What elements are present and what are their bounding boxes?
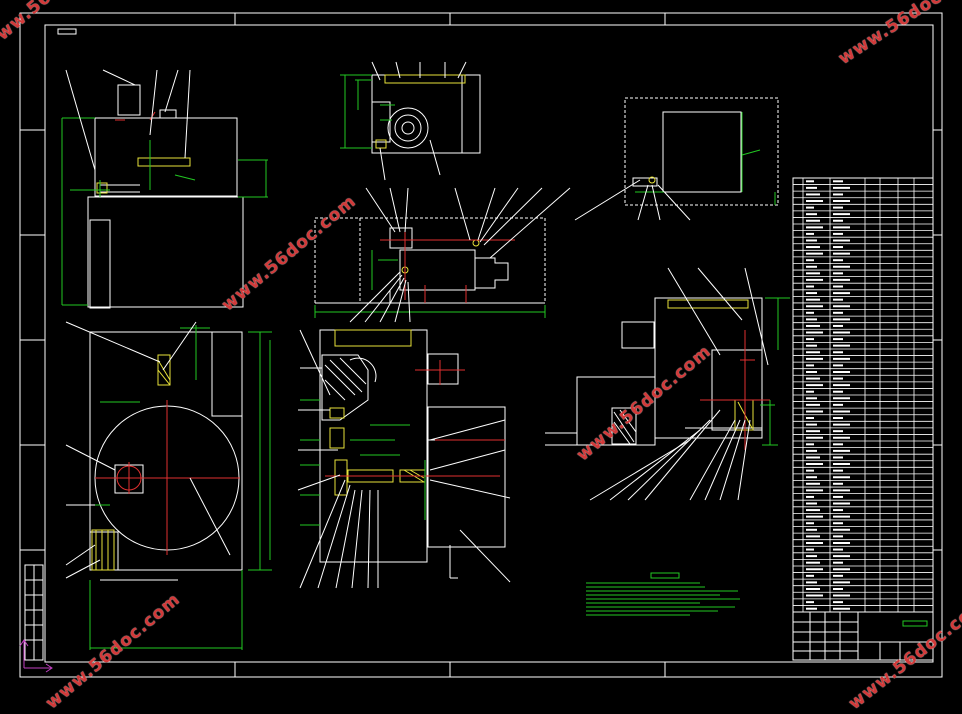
view-top-small [340, 61, 481, 181]
view-long-section [314, 187, 571, 323]
parts-list-table [792, 177, 934, 613]
view-side-elevation [61, 69, 268, 309]
cad-drawing-sheet [19, 12, 943, 678]
view-top-right [574, 97, 779, 221]
view-right-section [545, 267, 790, 501]
view-main-section [297, 329, 511, 589]
ucs-axis-icon [19, 639, 53, 673]
title-block [792, 611, 934, 661]
view-plan-circular [65, 321, 272, 650]
technical-notes [586, 572, 740, 616]
